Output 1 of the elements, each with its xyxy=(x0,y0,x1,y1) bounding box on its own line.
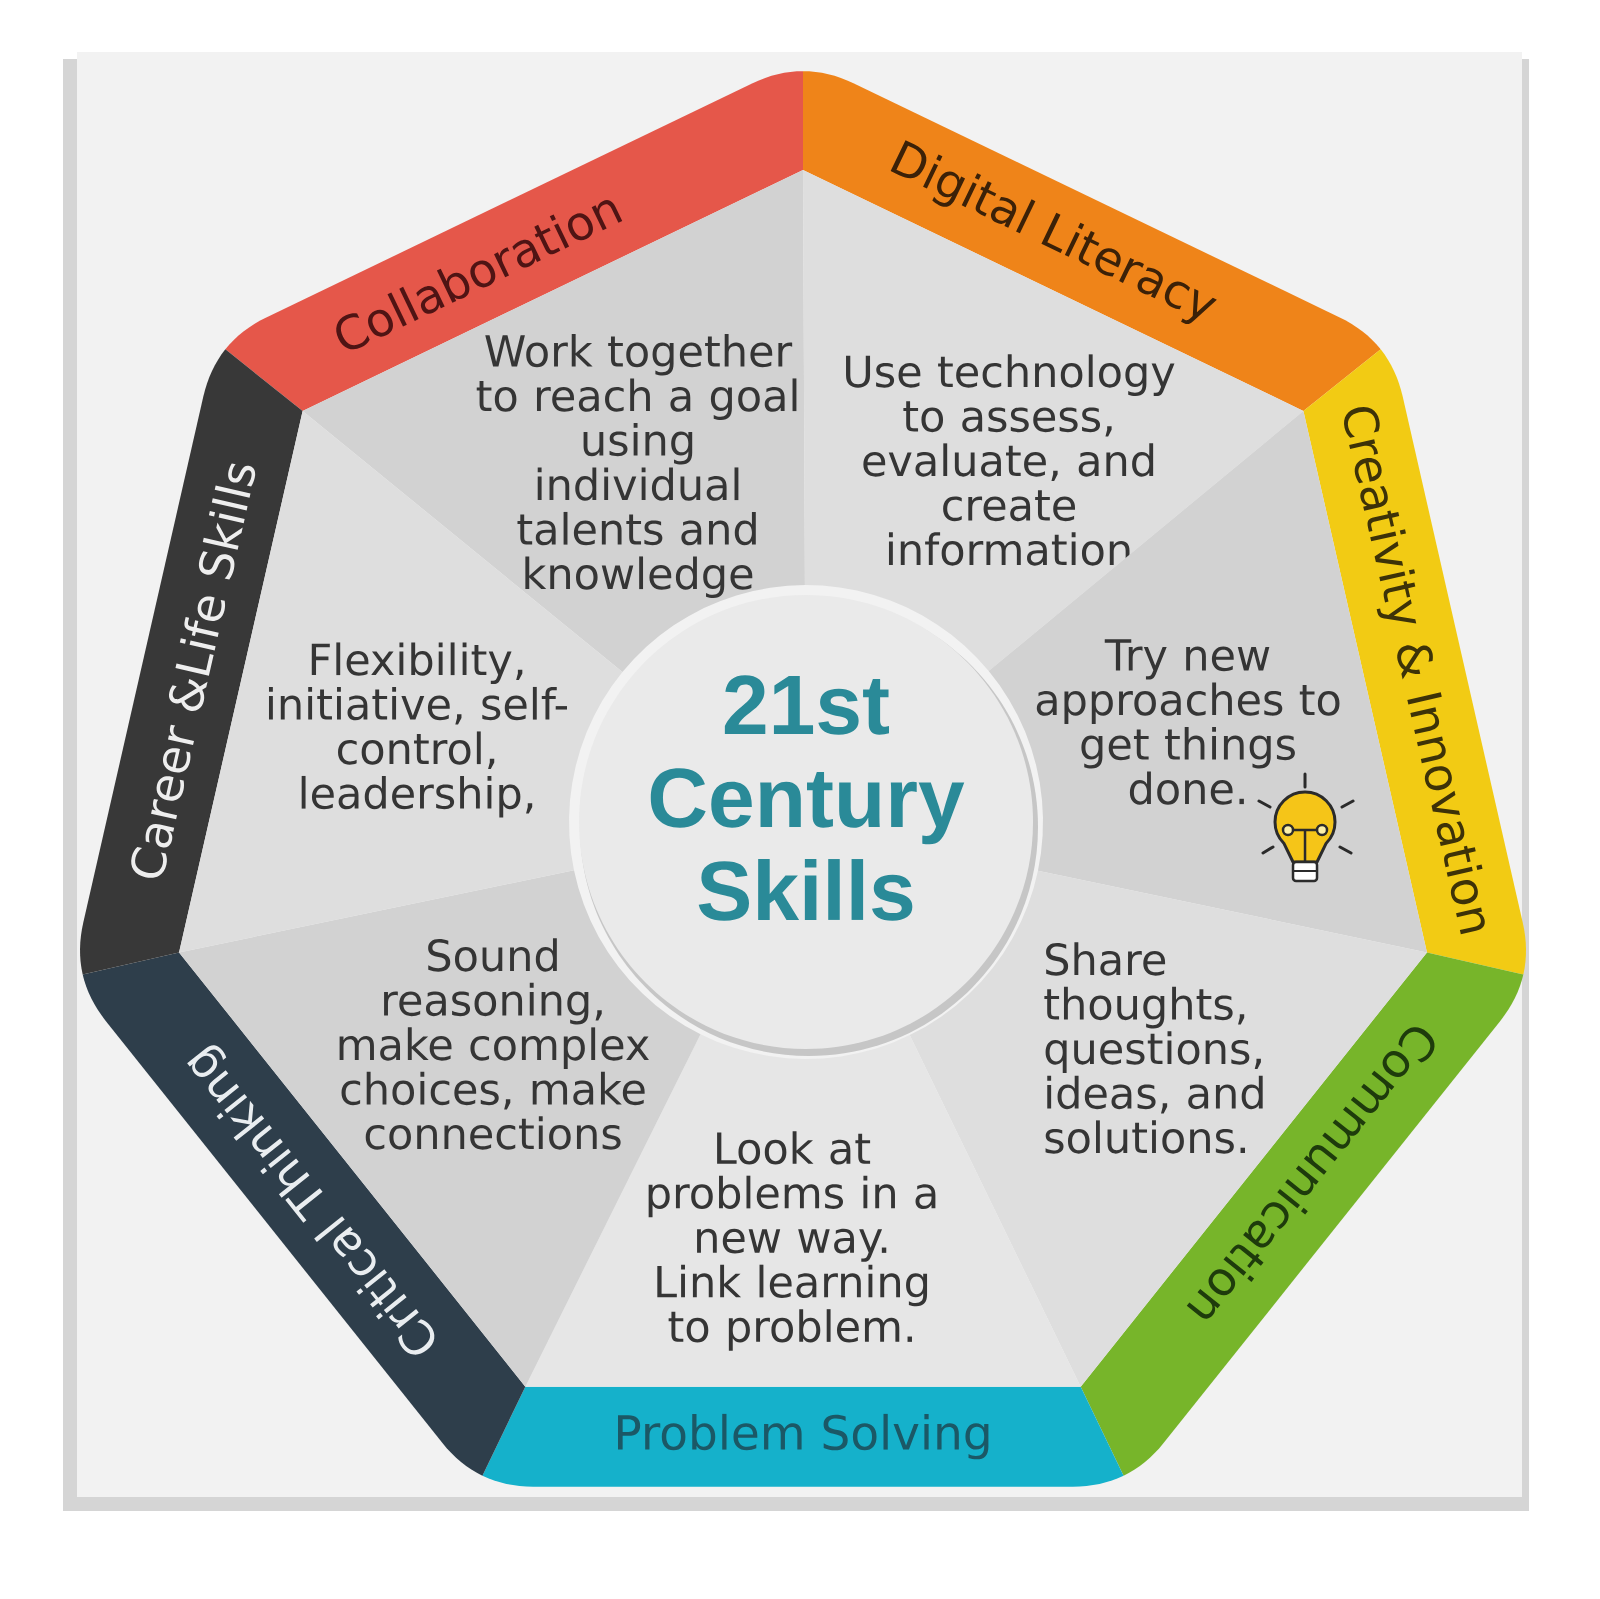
rim-band: Problem Solving xyxy=(482,1386,1124,1487)
